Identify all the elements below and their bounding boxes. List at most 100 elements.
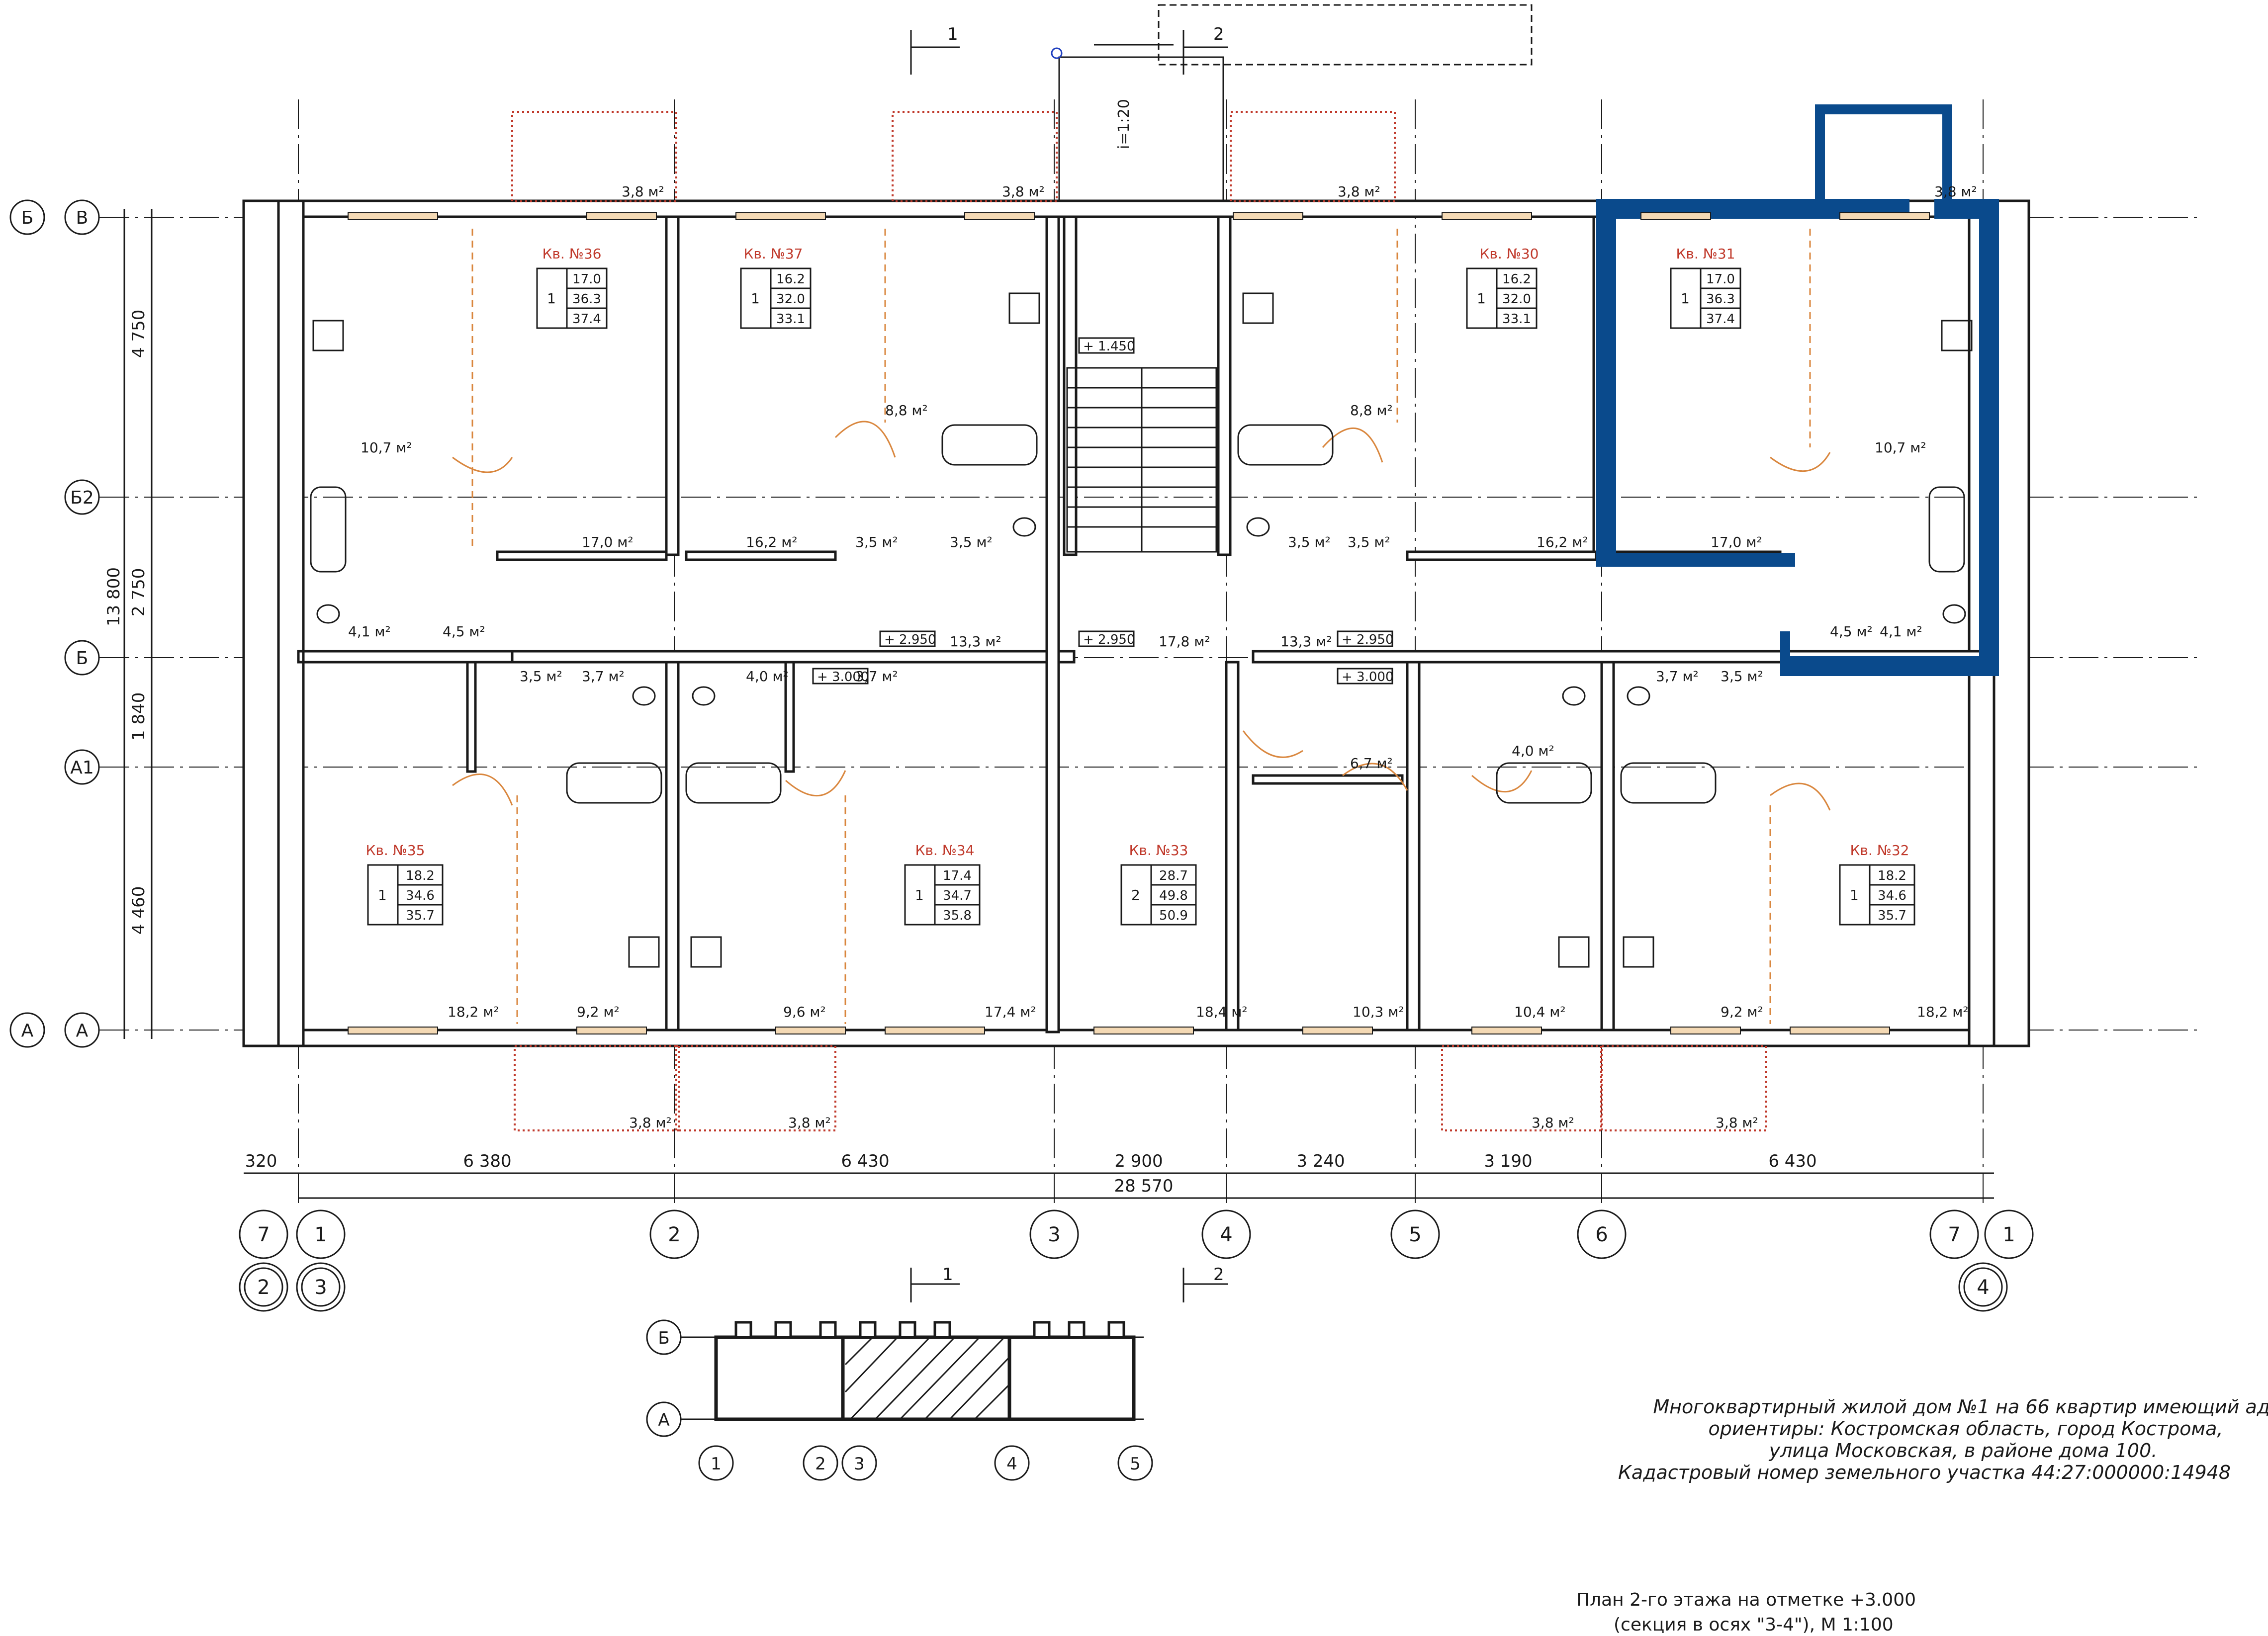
room-area: 16,2 м² <box>1537 534 1588 550</box>
room-area: 18,2 м² <box>1917 1004 1969 1020</box>
level-mark: + 1.450 <box>1083 339 1135 354</box>
room-area: 16,2 м² <box>746 534 798 550</box>
apartment-30-area-3: 33.1 <box>1502 312 1531 327</box>
apartment-37-area-2: 32.0 <box>776 292 805 307</box>
section-mark-2-keyplan: 2 <box>1213 1265 1224 1285</box>
room-area: 4,1 м² <box>348 623 391 640</box>
dim-3240: 3 240 <box>1296 1151 1345 1171</box>
apartment-36-rooms: 1 <box>547 290 556 307</box>
key-plan-col-5: 5 <box>1130 1454 1141 1474</box>
room-area: 18,2 м² <box>448 1004 499 1020</box>
room-area: 10,4 м² <box>1514 1004 1566 1020</box>
dim-6430-b: 6 430 <box>1768 1151 1816 1171</box>
apartment-35-area-3: 35.7 <box>406 908 435 923</box>
key-plan: 1 2 Б А 1 <box>646 1265 1228 1481</box>
apartment-30-area-2: 32.0 <box>1502 292 1531 307</box>
room-area: 9,2 м² <box>577 1004 620 1020</box>
plan-caption-line-2: (секция в осях "3-4"), М 1:100 <box>1614 1615 1894 1635</box>
room-area: 4,1 м² <box>1880 623 1922 640</box>
room-area: 3,8 м² <box>1532 1115 1574 1131</box>
apartment-35-area-1: 18.2 <box>406 868 435 883</box>
apartment-35-area-2: 34.6 <box>406 888 435 903</box>
room-area: 13,3 м² <box>950 633 1001 650</box>
col-7-label: 7 <box>257 1223 270 1246</box>
title-block: Многоквартирный жилой дом №1 на 66 кварт… <box>1618 1396 2268 1483</box>
dim-total: 28 570 <box>1114 1176 1174 1196</box>
room-area: 3,7 м² <box>582 668 625 685</box>
exterior-walls <box>242 199 2030 1047</box>
col-5-label: 5 <box>1409 1223 1421 1246</box>
key-plan-row-A: А <box>658 1410 669 1430</box>
apartment-35-rooms: 1 <box>378 887 387 903</box>
apartment-31-rooms: 1 <box>1681 290 1690 307</box>
col-4-label: 4 <box>1220 1223 1232 1246</box>
room-area: 3,8 м² <box>629 1115 672 1131</box>
apartment-34-area-2: 34.7 <box>943 888 972 903</box>
room-area: 4,0 м² <box>1512 743 1554 759</box>
balconies <box>511 111 1767 1131</box>
room-area: 10,3 м² <box>1353 1004 1404 1020</box>
apartment-labels: Кв. №36 1 17.0 36.3 37.4 Кв. №37 1 16.2 … <box>366 246 1915 926</box>
section-mark-2-top: 2 <box>1213 24 1224 44</box>
row-A1-label: А1 <box>70 758 94 778</box>
col-4r-secondary-label: 4 <box>1977 1276 1989 1299</box>
room-area: 17,0 м² <box>582 534 634 550</box>
col-1-label: 1 <box>314 1223 327 1246</box>
col-1r-label: 1 <box>2002 1223 2015 1246</box>
col-2-label: 2 <box>668 1223 680 1246</box>
level-mark: + 2.950 <box>1083 632 1135 647</box>
door-swings <box>452 229 1831 1024</box>
apartment-36-area-3: 37.4 <box>572 312 601 327</box>
row-axis-markers: Б В Б2 Б А1 А А <box>9 199 100 1048</box>
room-area: 3,5 м² <box>855 534 898 550</box>
room-area: 8,8 м² <box>1350 402 1393 419</box>
room-area: 3,8 м² <box>1338 183 1380 200</box>
key-plan-row-B: Б <box>658 1328 669 1348</box>
dim-1840: 1 840 <box>129 692 149 741</box>
apartment-33-area-2: 49.8 <box>1159 888 1188 903</box>
apartment-33-area-1: 28.7 <box>1159 868 1188 883</box>
level-marks: + 1.450 + 2.950 + 2.950 + 2.950 + 3.000 … <box>812 337 1393 685</box>
section-marks: 1 2 <box>910 4 1533 75</box>
room-area: 9,2 м² <box>1721 1004 1763 1020</box>
room-area: 8,8 м² <box>885 402 928 419</box>
room-area-labels: 3,8 м² 3,8 м² 3,8 м² 3,8 м² 10,7 м² 8,8 … <box>348 183 1977 1131</box>
apartment-32-rooms: 1 <box>1850 887 1859 903</box>
corridor-walls <box>297 650 1986 664</box>
apartment-33-rooms: 2 <box>1131 887 1140 903</box>
apartment-31-area-2: 36.3 <box>1706 292 1735 307</box>
plan-caption: План 2-го этажа на отметке +3.000 (секци… <box>1576 1590 1916 1635</box>
apartment-32-area-1: 18.2 <box>1878 868 1906 883</box>
title-line-2: ориентиры: Костромская область, город Ко… <box>1709 1418 2223 1440</box>
dim-320: 320 <box>245 1151 277 1171</box>
room-area: 3,5 м² <box>1348 534 1390 550</box>
room-area: 4,5 м² <box>443 623 485 640</box>
apartment-34-area-3: 35.8 <box>943 908 972 923</box>
key-plan-col-3: 3 <box>854 1454 865 1474</box>
apartment-32-area-3: 35.7 <box>1878 908 1906 923</box>
apartment-33-name: Кв. №33 <box>1129 842 1188 859</box>
room-area: 3,8 м² <box>1716 1115 1758 1131</box>
room-area: 10,7 м² <box>1875 439 1926 456</box>
section-mark-1-top: 1 <box>947 24 958 44</box>
apartment-36-area-2: 36.3 <box>572 292 601 307</box>
apartment-35-name: Кв. №35 <box>366 842 425 859</box>
apartment-37-area-1: 16.2 <box>776 272 805 287</box>
room-area: 3,8 м² <box>1002 183 1045 200</box>
room-area: 3,5 м² <box>520 668 562 685</box>
room-area: 13,3 м² <box>1280 633 1332 650</box>
title-line-1: Многоквартирный жилой дом №1 на 66 кварт… <box>1653 1396 2268 1418</box>
plan-caption-line-1: План 2-го этажа на отметке +3.000 <box>1576 1590 1916 1610</box>
apartment-30-area-1: 16.2 <box>1502 272 1531 287</box>
stair-slope-label: i=1:20 <box>1115 99 1133 149</box>
sanitary-fixtures <box>310 292 1973 968</box>
row-V-label-2: В <box>76 208 89 228</box>
room-area: 3,5 м² <box>1721 668 1763 685</box>
dim-4750: 4 750 <box>129 310 149 358</box>
row-A-label-2: А <box>76 1021 89 1041</box>
apartment-34-rooms: 1 <box>915 887 924 903</box>
col-2-secondary-label: 2 <box>257 1276 270 1299</box>
key-plan-col-2: 2 <box>815 1454 826 1474</box>
apartment-34-area-1: 17.4 <box>943 868 972 883</box>
apartment-36-name: Кв. №36 <box>543 246 602 262</box>
